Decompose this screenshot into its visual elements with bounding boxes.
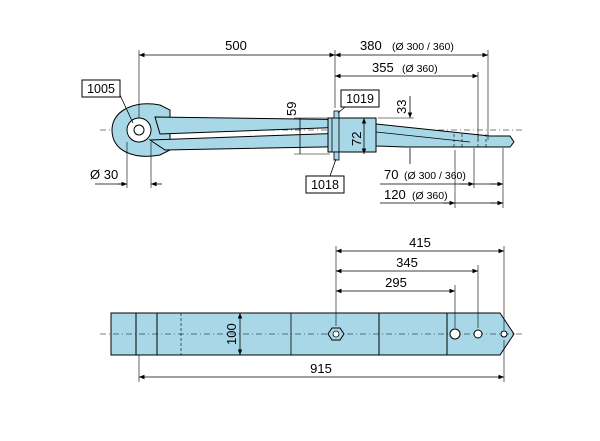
dim-70-note: (Ø 300 / 360)	[404, 170, 466, 182]
center-bolt-hole	[332, 330, 340, 338]
center-bolt-head	[333, 110, 340, 119]
hole-415	[500, 330, 508, 338]
hole-345	[473, 329, 483, 339]
dim-120-note: (Ø 360)	[412, 190, 448, 202]
center-bolt-nut	[333, 151, 340, 161]
dim-355-note: (Ø 360)	[402, 63, 438, 75]
dim-30-label: Ø 30	[90, 167, 118, 182]
part-1019-leader	[337, 106, 346, 114]
hole-295	[449, 328, 461, 340]
dim-70-label: 70	[384, 167, 398, 182]
top-view: 415 345 295 100 915	[100, 235, 525, 382]
dim-295-label: 295	[385, 275, 407, 290]
dim-59-label: 59	[284, 102, 299, 116]
dim-120-label: 120	[384, 187, 406, 202]
part-1005-label: 1005	[87, 82, 115, 96]
dim-380-note: (Ø 300 / 360)	[392, 41, 454, 53]
part-1018-leader	[329, 158, 337, 177]
dim-345-label: 345	[396, 255, 418, 270]
part-1005-leader	[119, 94, 134, 124]
part-1018-label: 1018	[311, 178, 339, 192]
dim-915-label: 915	[310, 361, 332, 376]
dim-355-label: 355	[372, 60, 394, 75]
part-1019-box	[340, 89, 380, 108]
dim-100-label: 100	[224, 323, 239, 345]
side-view: 500 380 (Ø 300 / 360) 355 (Ø 360) 59 33 …	[81, 38, 525, 208]
dim-33-label: 33	[394, 100, 409, 114]
rear-leaf-end	[375, 123, 515, 148]
part-1005-box	[81, 79, 121, 98]
eye-bore	[133, 124, 145, 136]
dim-72-label: 72	[349, 132, 364, 146]
leaf-separation	[375, 131, 471, 143]
part-1019-label: 1019	[346, 92, 374, 106]
main-leaf-top	[156, 312, 380, 356]
dim-380-label: 380	[360, 38, 382, 53]
center-bolt-body	[331, 117, 340, 153]
dim-415-label: 415	[409, 235, 431, 250]
dim-500-label: 500	[225, 38, 247, 53]
part-1018-box	[305, 175, 345, 194]
